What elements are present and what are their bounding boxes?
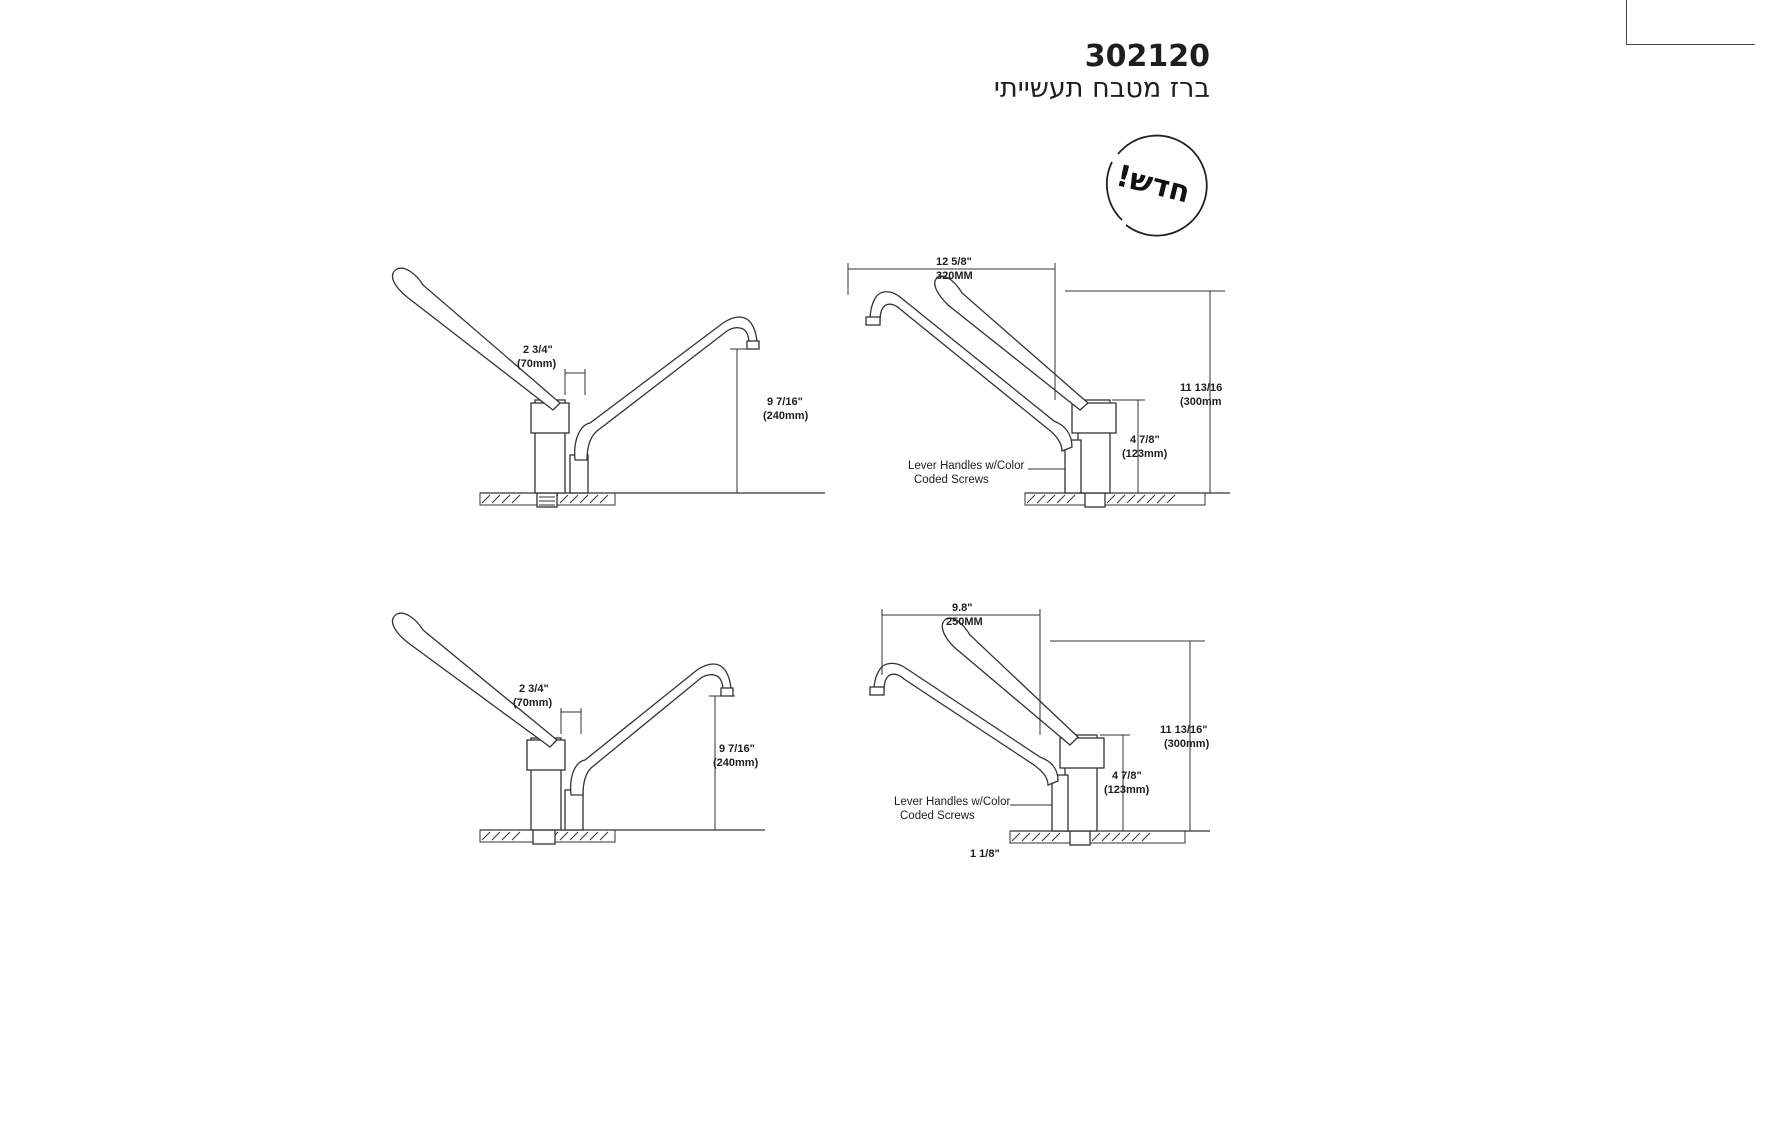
dim-offset-mm: (70mm) (517, 358, 556, 370)
note-lever-handles: Lever Handles w/Color (908, 460, 1025, 472)
title-block: 302120 ברז מטבח תעשייתי (900, 40, 1210, 104)
dim-reach: 9.8" (952, 602, 973, 614)
dim-spout-height-mm: (240mm) (763, 410, 809, 422)
product-name: ברז מטבח תעשייתי (993, 73, 1210, 104)
dim-offset: 2 3/4" (523, 344, 553, 356)
note-coded-screws: Coded Screws (900, 810, 975, 822)
dim-reach: 12 5/8" (936, 256, 972, 268)
counter-top (1024, 492, 1206, 506)
dim-total-height-mm: (300mm (1180, 396, 1222, 408)
dim-bottom: 1 1/8" (970, 848, 1000, 860)
dim-body-height: 4 7/8" (1112, 770, 1142, 782)
badge-text: חדש! (1113, 159, 1194, 211)
drawing-top-right: 12 5/8" 320MM 11 13/16 (300mm 4 7/8" (12… (840, 255, 1230, 515)
dim-reach-mm: 250MM (946, 616, 983, 628)
drawing-bottom-right: 9.8" 250MM 11 13/16" (300mm) 4 7/8" (123… (860, 595, 1220, 860)
drawing-bottom-left: 2 3/4" (70mm) 9 7/16" (240mm) (385, 590, 785, 855)
dim-body-height-mm: (123mm) (1122, 448, 1168, 460)
dim-spout-height: 9 7/16" (767, 396, 803, 408)
dim-body-height-mm: (123mm) (1104, 784, 1150, 796)
drawing-top-left: 2 3/4" (70mm) 9 7/16" (240mm) (385, 245, 825, 515)
dim-total-height-mm: (300mm) (1164, 738, 1210, 750)
new-badge: חדש! (1100, 132, 1208, 238)
model-number: 302120 (1084, 39, 1210, 74)
page-corner-mark (1626, 0, 1755, 45)
dim-spout-height-mm: (240mm) (713, 757, 759, 769)
note-lever-handles: Lever Handles w/Color (894, 796, 1011, 808)
dim-spout-height: 9 7/16" (719, 743, 755, 755)
dim-total-height: 11 13/16" (1160, 724, 1207, 736)
dim-total-height: 11 13/16 (1180, 382, 1222, 394)
note-coded-screws: Coded Screws (914, 474, 989, 486)
dim-reach-mm: 320MM (936, 270, 973, 282)
dim-body-height: 4 7/8" (1130, 434, 1160, 446)
dim-offset-mm: (70mm) (513, 697, 552, 709)
dim-offset: 2 3/4" (519, 683, 549, 695)
